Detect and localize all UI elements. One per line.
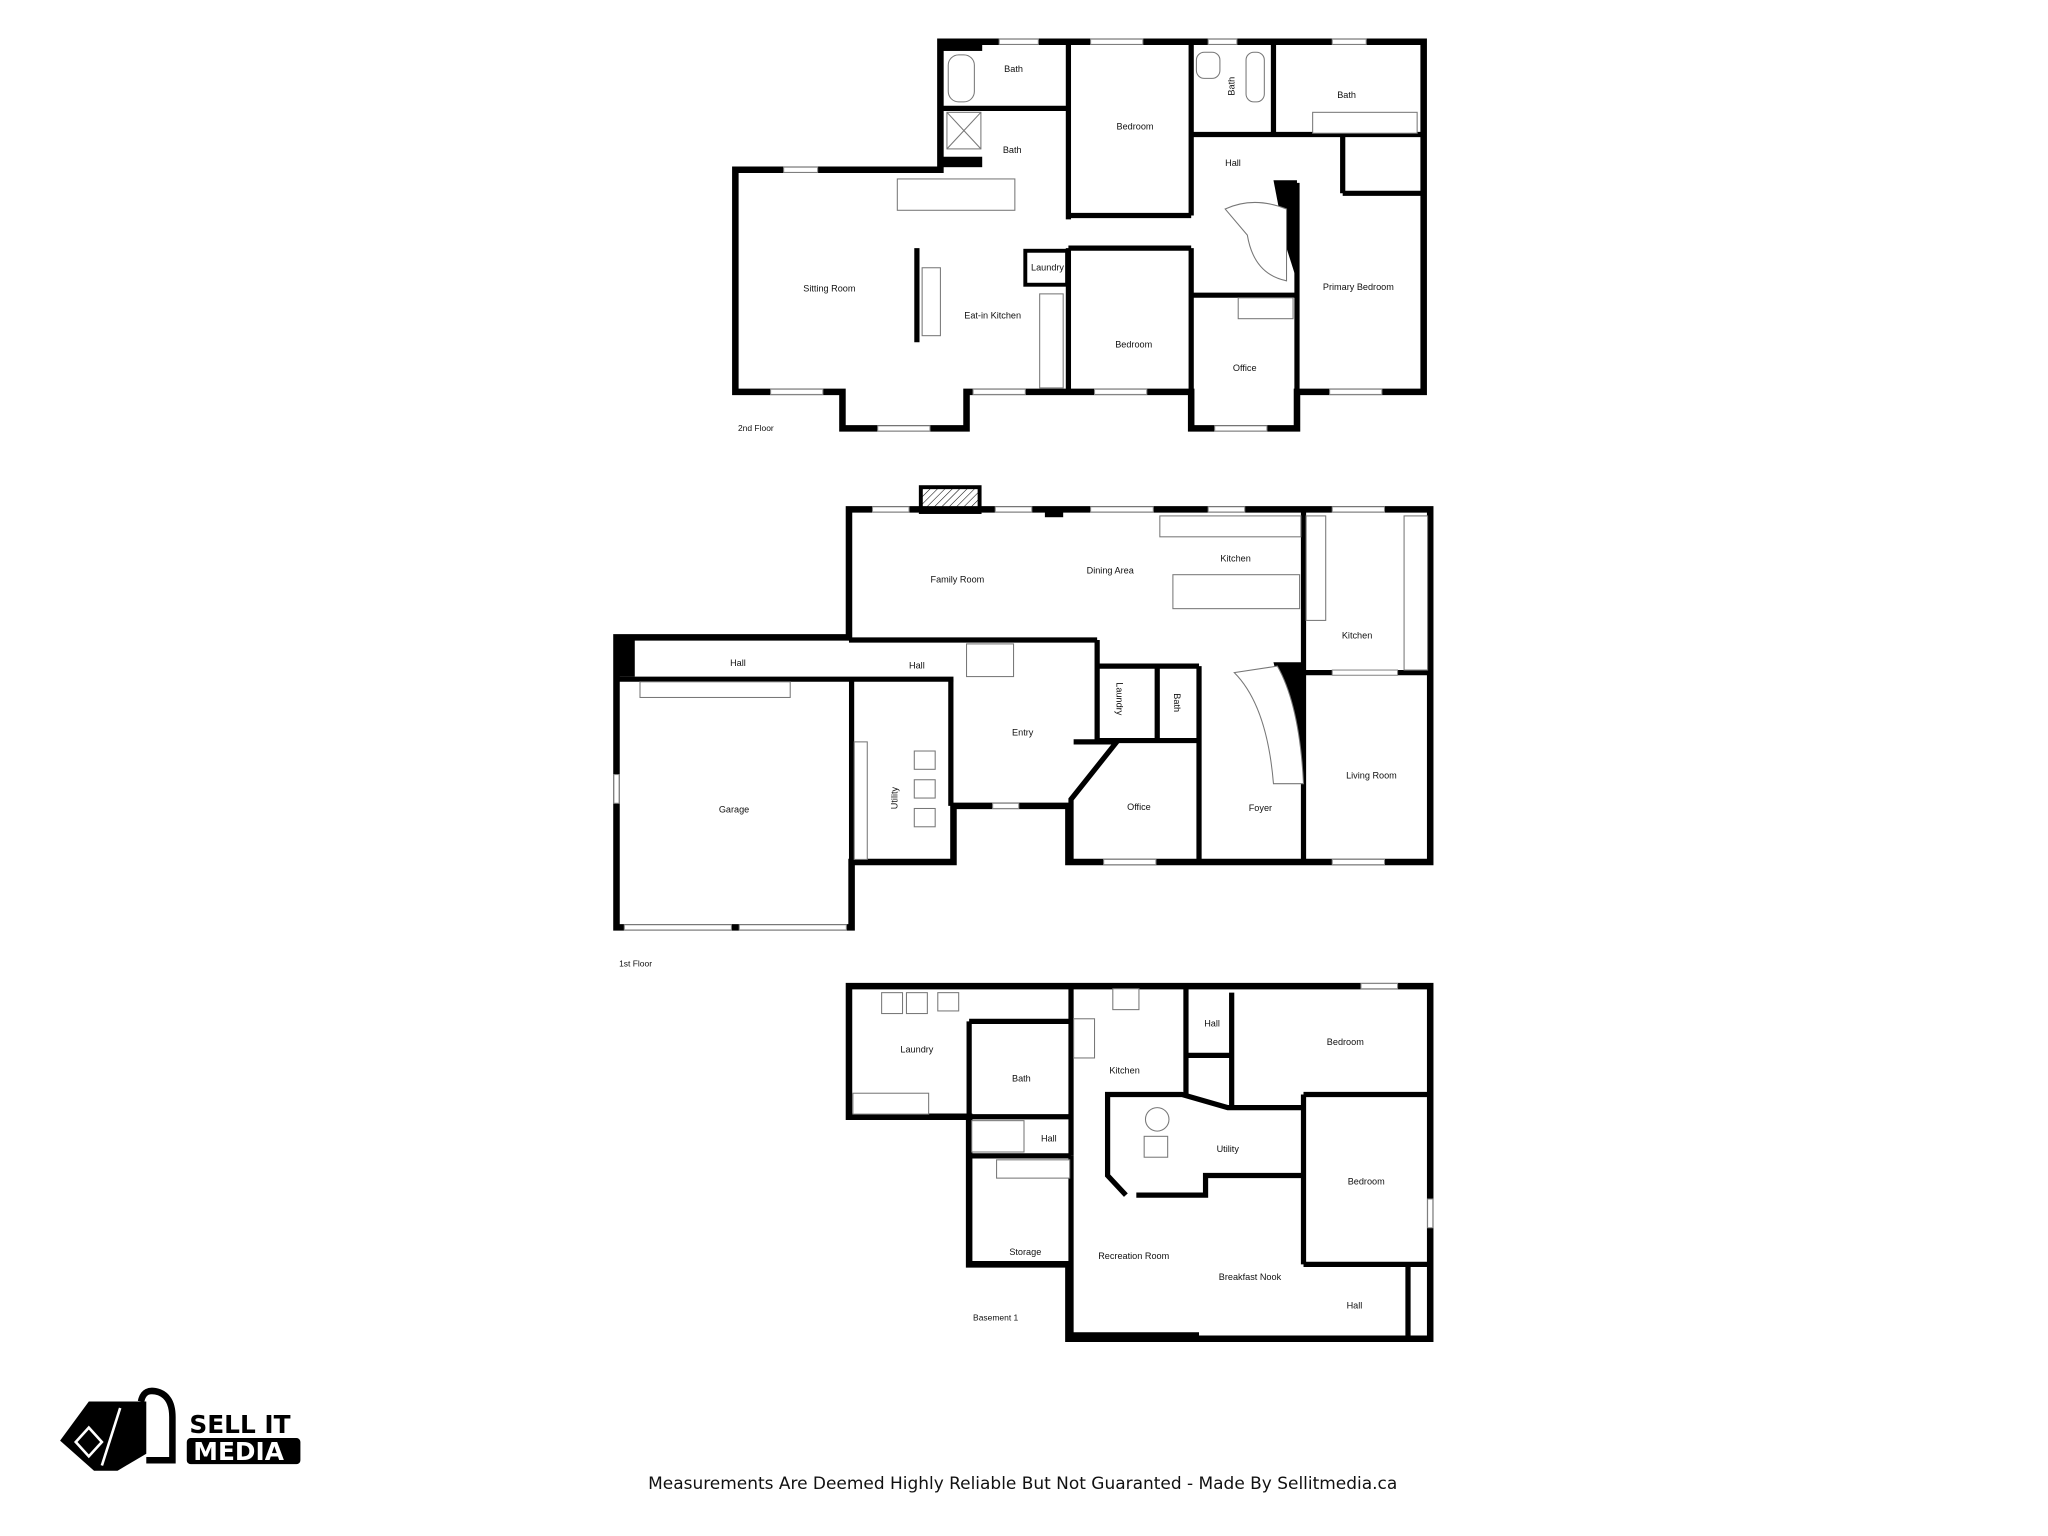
room-label: Kitchen (1220, 554, 1250, 564)
room-label: Entry (1012, 727, 1034, 737)
water-heater-icon (1144, 1107, 1170, 1132)
room-label: Utility (1217, 1144, 1240, 1154)
basement-interior-walls (848, 986, 1431, 1341)
tag-camera-icon (60, 1387, 176, 1471)
room-label: Breakfast Nook (1219, 1272, 1282, 1282)
floor-name: 2nd Floor (738, 423, 774, 433)
room-label: Kitchen (1109, 1066, 1139, 1076)
first-floor-room-labels: Family Room Dining Area Kitchen Kitchen … (719, 554, 1397, 815)
room-label: Bedroom (1115, 339, 1152, 349)
room-label: Primary Bedroom (1323, 282, 1394, 292)
basement-room-labels: Laundry Bath Kitchen Hall Bedroom Hall U… (900, 1019, 1384, 1311)
sell-it-media-logo: SELL IT MEDIA (60, 1387, 301, 1471)
second-floor-room-labels: Bath Bath Bedroom Bath Bath Hall Sitting… (803, 64, 1394, 373)
room-label: Bedroom (1348, 1177, 1385, 1187)
first-floor-plan: Family Room Dining Area Kitchen Kitchen … (613, 485, 1434, 969)
floor-name: Basement 1 (973, 1312, 1018, 1322)
room-label: Bath (1337, 90, 1356, 100)
second-floor-plan: Bath Bath Bedroom Bath Bath Hall Sitting… (732, 38, 1427, 433)
room-label: Utility (889, 786, 899, 809)
first-floor-exterior-wall (613, 506, 1434, 931)
room-label: Kitchen (1342, 631, 1372, 641)
room-label: Hall (1204, 1019, 1220, 1029)
second-floor-fixtures (770, 38, 1418, 432)
logo-text-line2: MEDIA (193, 1437, 284, 1466)
room-label: Living Room (1346, 770, 1397, 780)
room-label: Bath (1226, 77, 1236, 96)
room-label: Bath (1172, 693, 1182, 712)
logo-text-line1: SELL IT (189, 1410, 290, 1439)
room-label: Bath (1003, 145, 1022, 155)
room-label: Garage (719, 804, 749, 814)
floor-name: 1st Floor (619, 959, 652, 969)
room-label: Recreation Room (1098, 1251, 1169, 1261)
room-label: Hall (730, 658, 746, 668)
second-floor-interior-walls (914, 41, 1424, 392)
room-label: Office (1233, 363, 1257, 373)
room-label: Hall (1041, 1134, 1057, 1144)
room-label: Bedroom (1327, 1037, 1364, 1047)
room-label: Office (1127, 802, 1151, 812)
room-label: Family Room (931, 575, 985, 585)
second-floor-exterior-wall (732, 38, 1427, 432)
disclaimer-footer: Measurements Are Deemed Highly Reliable … (648, 1474, 1397, 1494)
room-label: Sitting Room (803, 283, 855, 293)
room-label: Laundry (1031, 262, 1064, 272)
room-label: Bedroom (1117, 121, 1154, 131)
room-label: Hall (909, 661, 925, 671)
room-label: Eat-in Kitchen (964, 311, 1021, 321)
first-floor-fixtures (613, 506, 1429, 931)
room-label: Dining Area (1087, 565, 1135, 575)
room-label: Hall (1347, 1301, 1363, 1311)
room-label: Laundry (1115, 682, 1125, 715)
basement-fixtures (852, 982, 1434, 1229)
room-label: Bath (1012, 1073, 1031, 1083)
basement-plan: Laundry Bath Kitchen Hall Bedroom Hall U… (845, 982, 1434, 1343)
room-label: Storage (1009, 1247, 1041, 1257)
room-label: Hall (1225, 158, 1241, 168)
room-label: Laundry (900, 1045, 933, 1055)
room-label: Bath (1004, 64, 1023, 74)
room-label: Foyer (1249, 803, 1272, 813)
